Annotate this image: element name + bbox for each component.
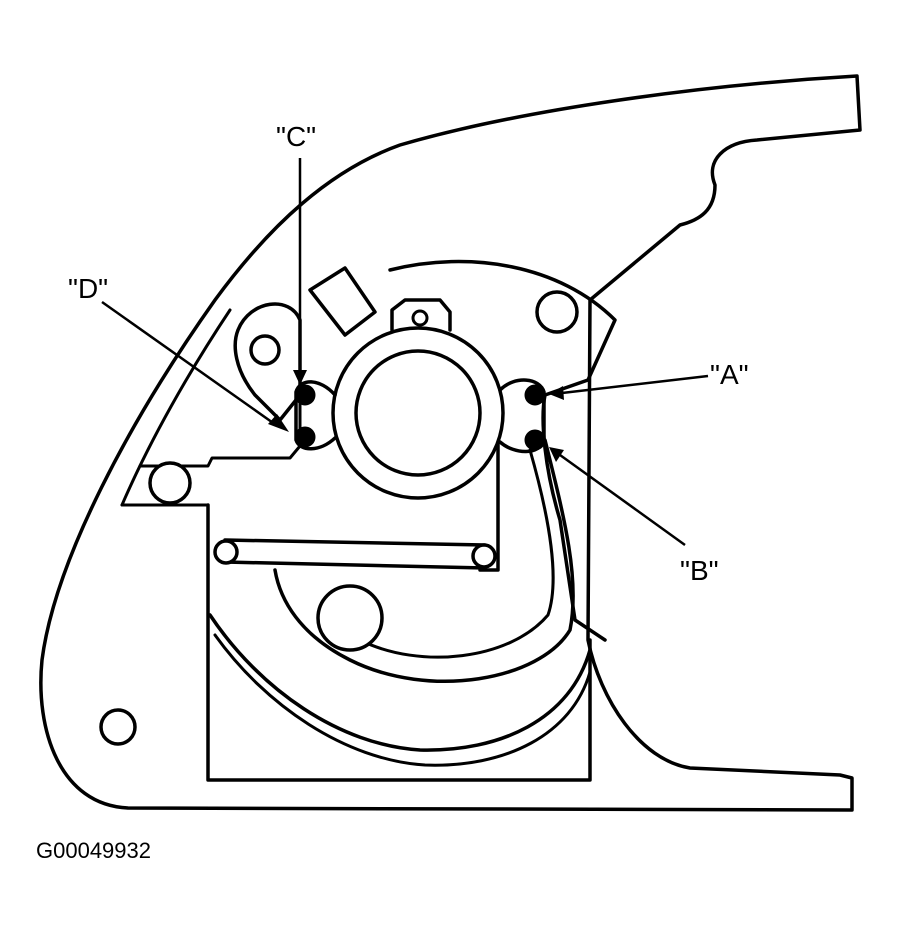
hub-key-hole — [411, 309, 429, 327]
hub-inner — [354, 349, 482, 477]
base-plate — [206, 503, 592, 782]
pivot-hole-lower — [99, 708, 137, 746]
lever-hole — [249, 334, 281, 366]
label-d: "D" — [68, 273, 108, 304]
callout-b-arrow — [549, 447, 686, 547]
callout-c-arrow — [293, 158, 307, 385]
roller-left — [148, 461, 192, 505]
bracket-spine — [478, 428, 500, 572]
lower-curve-outer — [208, 613, 592, 752]
angled-tab — [308, 266, 377, 337]
contact-a — [524, 384, 546, 406]
contact-c — [294, 384, 316, 406]
arc-track-inner — [358, 448, 555, 659]
sector-hole — [535, 290, 579, 334]
label-b: "B" — [680, 555, 719, 586]
clip-left — [294, 380, 337, 451]
lower-curve-inner — [213, 633, 592, 767]
hub-key — [390, 298, 452, 332]
callout-d-arrow — [101, 300, 289, 432]
roller-center — [316, 584, 384, 652]
contact-d — [294, 426, 316, 448]
contact-b — [524, 429, 546, 451]
frame-diagonal — [120, 308, 232, 507]
label-a: "A" — [710, 359, 749, 390]
clip-right — [498, 378, 546, 454]
housing-outline — [39, 74, 862, 812]
callout-a-arrow — [549, 374, 709, 400]
sector-plate — [388, 259, 617, 642]
hub-outer — [331, 326, 505, 500]
figure-id: G00049932 — [36, 838, 151, 863]
label-c: "C" — [276, 121, 316, 152]
frame-step — [138, 388, 302, 468]
link-bar — [223, 538, 487, 570]
arc-track-outer — [273, 438, 575, 683]
link-pin-right — [471, 543, 497, 569]
link-pin-left — [213, 539, 239, 565]
